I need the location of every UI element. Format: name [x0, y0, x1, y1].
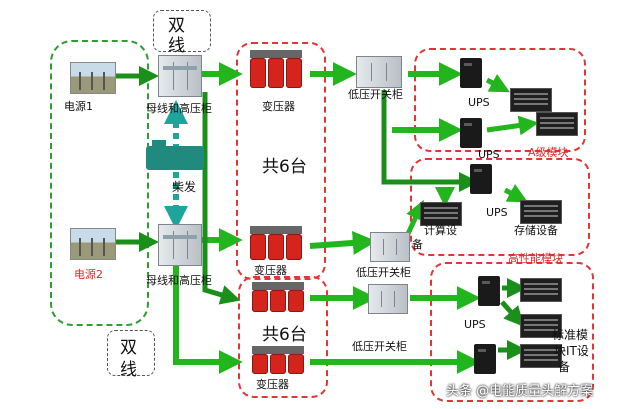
- transformer-2: [250, 226, 302, 262]
- hp-module-label: 高性能模块: [508, 252, 563, 265]
- transformer-4-label: 变压器: [256, 378, 289, 391]
- ups-hp-label: UPS: [486, 206, 508, 219]
- watermark: 头条 @电能质量头解方案: [446, 384, 594, 399]
- rack-std-3: [520, 344, 562, 368]
- std-module-label-2: 块IT设: [554, 344, 589, 358]
- rack-a2: [536, 112, 578, 136]
- transformer-1-label: 变压器: [262, 100, 295, 113]
- diesel-generator: [146, 140, 204, 170]
- compute-device-label-2: 备: [412, 238, 423, 251]
- dual-line-top-char2: 线: [168, 36, 185, 56]
- std-module-label-1: 标准模: [552, 328, 589, 342]
- std-module-group: [430, 262, 594, 402]
- power-source-2-photo: [70, 228, 116, 260]
- storage-device-label: 存储设备: [514, 224, 558, 237]
- std-module-label-3: 备: [558, 360, 571, 374]
- hv-cabinet-1-label: 母线和高压柜: [146, 102, 212, 115]
- rack-std-1: [520, 278, 562, 302]
- rack-std-2: [520, 314, 562, 338]
- lv-switchgear-2-label: 低压开关柜: [356, 266, 411, 279]
- compute-device-label-1: 计算设: [424, 224, 457, 237]
- compute-device-rack: [420, 202, 462, 226]
- ups-a1-label: UPS: [468, 96, 490, 109]
- hv-cabinet-2: [158, 224, 202, 266]
- lv-switchgear-3-label: 低压开关柜: [352, 340, 407, 353]
- dual-line-callout-bottom: 双 线: [107, 330, 155, 380]
- lv-switchgear-3: [368, 284, 408, 314]
- ups-a2-label: UPS: [478, 148, 500, 161]
- arrow-ups2-to-rack: [486, 115, 539, 136]
- ups-std-2: [474, 344, 496, 374]
- transformer-2-label: 变压器: [254, 264, 287, 277]
- total-6-top-label: 共6台: [262, 157, 307, 177]
- dual-line-bottom-char1: 双: [120, 338, 137, 358]
- arrow-t2-to-lv2: [309, 230, 377, 255]
- transformer-1: [250, 50, 302, 90]
- transformer-3: [252, 282, 304, 314]
- source-1-label: 电源1: [64, 100, 93, 113]
- lv-switchgear-1-label: 低压开关柜: [348, 88, 403, 101]
- ups-hp: [470, 164, 492, 194]
- source-2-label: 电源2: [74, 268, 103, 281]
- ups-a1: [460, 58, 482, 88]
- power-source-group: [50, 40, 149, 326]
- generator-label: 柴发: [172, 180, 197, 194]
- arrow-ups3-to-rack2: [500, 300, 524, 327]
- transformer-group-top: [236, 42, 326, 280]
- ups-std-1: [478, 276, 500, 306]
- total-6-bottom-label: 共6台: [262, 325, 307, 345]
- dual-line-callout-top: 双 线: [153, 10, 211, 56]
- dual-line-top-char1: 双: [168, 16, 185, 36]
- lv-switchgear-1: [356, 56, 402, 88]
- a-module-label: A级模块: [528, 146, 569, 159]
- transformer-4: [252, 346, 304, 376]
- arrow-ups1-to-rack1: [485, 73, 510, 93]
- arrow-hv2-down: [173, 258, 243, 374]
- lv-switchgear-2: [370, 232, 410, 262]
- arrow-lv1-down: [381, 90, 479, 192]
- storage-device-rack: [520, 200, 562, 224]
- ups-std-1-label: UPS: [464, 318, 486, 331]
- ups-a2: [460, 118, 482, 148]
- transformer-group-bottom: [238, 276, 328, 398]
- hv-cabinet-2-label: 母线和高压柜: [146, 274, 212, 287]
- dual-line-bottom-char2: 线: [120, 360, 137, 380]
- power-source-1-photo: [70, 62, 116, 94]
- arrow-ups-to-storage: [503, 183, 528, 203]
- hv-cabinet-1: [158, 55, 202, 97]
- a-module-group: [414, 48, 586, 152]
- rack-a1: [510, 88, 552, 112]
- arrow-hv1-down: [202, 92, 241, 305]
